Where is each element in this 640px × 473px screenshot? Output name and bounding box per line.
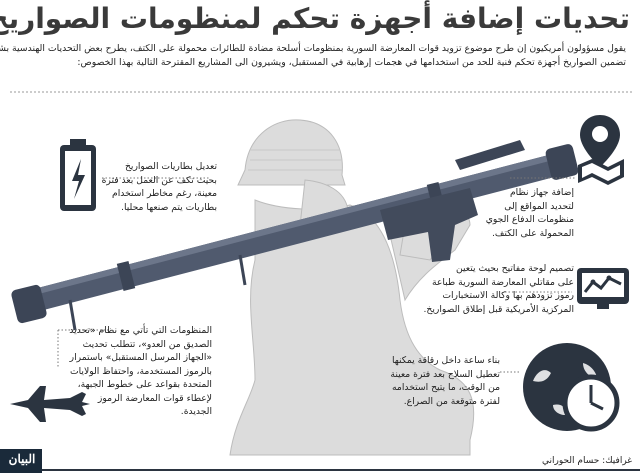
chart-screen-icon <box>577 268 629 309</box>
intro-paragraph: يقول مسؤولون أمريكيون إن طرح موضوع تزويد… <box>0 42 626 70</box>
clock-icon <box>523 343 620 432</box>
map-pin-icon <box>578 115 624 185</box>
logo-background <box>0 449 42 473</box>
gps-text: إضافة جهاز نظام لتحديد المواقع إلى منظوم… <box>485 187 574 239</box>
intro-line: يقول مسؤولون أمريكيون إن طرح موضوع تزويد… <box>0 43 626 54</box>
battery-text: تعديل بطاريات الصواريخ بحيث تكف عن العمل… <box>101 161 217 213</box>
intro-line: تضمين الصواريخ أجهزة تحكم فنية للحد من ا… <box>77 57 626 68</box>
iff-text: المنظومات التي تأتي مع نظام «تحديد الصدي… <box>69 325 212 417</box>
albayan-logo: البيان <box>8 452 36 466</box>
missile-launcher <box>11 140 579 331</box>
timer-text: بناء ساعة داخل رقاقة يمكنها تعطيل السلاح… <box>390 355 500 407</box>
helmet-stripes <box>248 149 343 171</box>
keypad-text: تصميم لوحة مفاتيح بحيث يتعين على مقاتلي … <box>423 263 574 315</box>
page-title: تحديات إضافة أجهزة تحكم لمنظومات الصواري… <box>0 2 631 35</box>
battery-icon <box>60 139 96 211</box>
fighter-jet-icon <box>10 386 90 422</box>
graphic-credit: غرافيك: حسام الحوراني <box>542 456 632 466</box>
